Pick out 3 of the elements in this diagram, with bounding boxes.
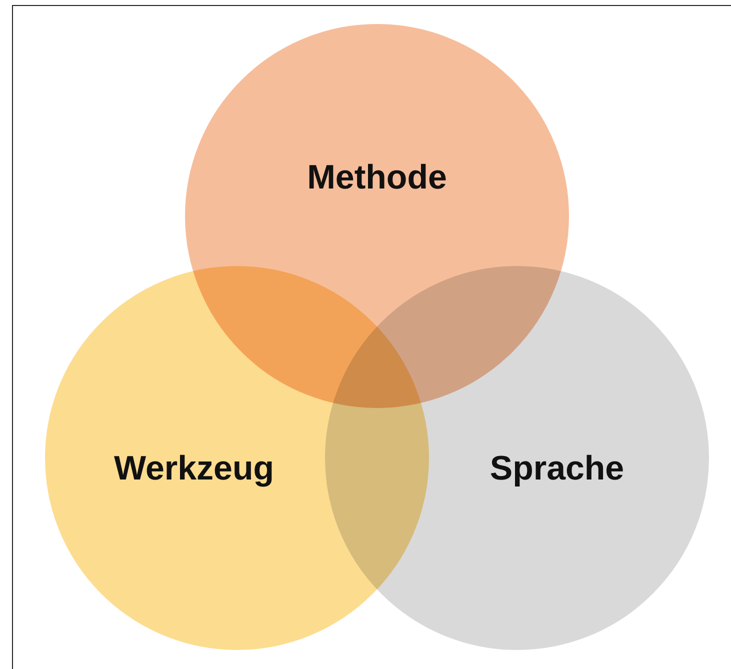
circle-label: Sprache bbox=[490, 450, 624, 488]
circle-label: Methode bbox=[307, 158, 447, 198]
circle-label: Werkzeug bbox=[114, 450, 274, 488]
